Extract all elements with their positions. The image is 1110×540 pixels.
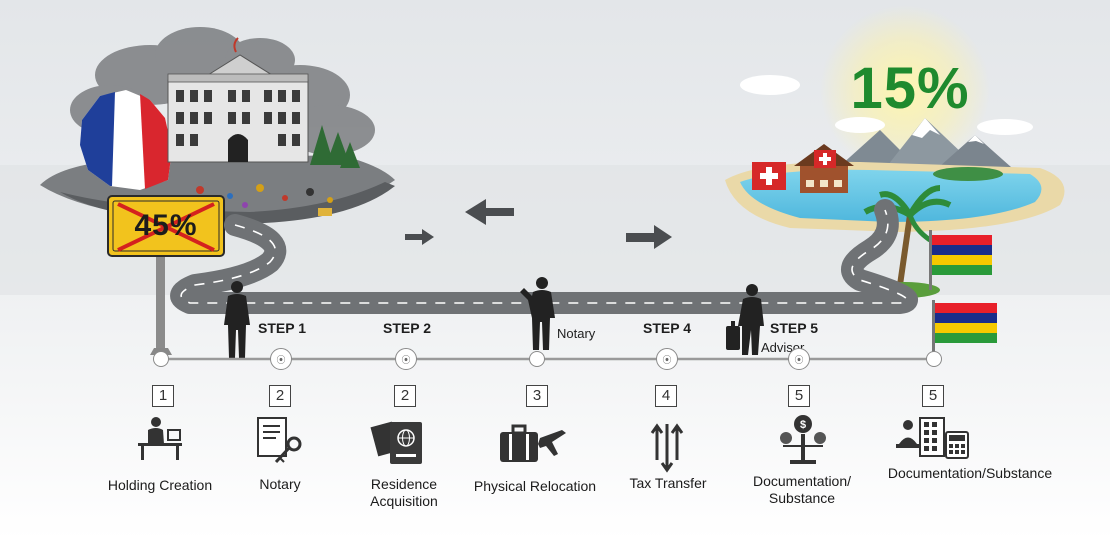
step-number-2: 2	[269, 385, 291, 407]
clouds	[740, 75, 1033, 135]
step-number-1: 1	[152, 385, 174, 407]
france-island	[40, 27, 395, 224]
step-number-6: 5	[788, 385, 810, 407]
timeline-node-6[interactable]: ⦿	[788, 348, 810, 370]
low-tax-rate: 15%	[850, 56, 970, 121]
arrow-right-small-icon	[405, 229, 434, 245]
office-calculator-icon	[896, 417, 969, 459]
timeline-node-2[interactable]: ⦿	[270, 348, 292, 370]
passport-icon	[370, 421, 422, 464]
france-flag-map	[80, 90, 172, 190]
person-silhouette-traveler	[726, 284, 764, 355]
arrow-left-icon	[465, 199, 514, 225]
direction-arrows	[405, 199, 672, 249]
pine-trees	[310, 125, 360, 168]
mauritius-flag-upper	[929, 230, 992, 290]
svg-text:$: $	[800, 419, 806, 431]
mauritius-flag-lower	[932, 300, 997, 355]
figure-label-notary: Notary	[557, 326, 596, 341]
suitcase-plane-icon	[500, 424, 566, 462]
timeline-node-4[interactable]	[529, 351, 545, 367]
step-number-5: 4	[655, 385, 677, 407]
step-label-5: STEP 5	[770, 320, 818, 336]
high-tax-rate: 45%	[134, 209, 198, 242]
stage-label-notary: Notary	[259, 476, 301, 492]
coins-scale-icon: $	[780, 415, 826, 464]
step-label-4: STEP 4	[643, 320, 691, 336]
stage-label-holding-creation: Holding Creation	[107, 477, 213, 493]
step-number-7: 5	[922, 385, 944, 407]
stage-label-documentation-substance-final: Documentation/Substance	[887, 465, 1053, 481]
step-label-1: STEP 1	[258, 320, 306, 336]
debris	[196, 184, 333, 216]
destination-island	[725, 5, 1065, 298]
stage-label-physical-relocation: Physical Relocation	[473, 478, 597, 494]
document-key-icon	[257, 417, 302, 464]
road	[170, 199, 918, 314]
tax-sign-high	[107, 195, 225, 355]
swiss-flag	[752, 162, 786, 190]
stage-label-documentation-substance: Documentation/ Substance	[752, 473, 852, 506]
timeline-node-1[interactable]	[153, 351, 169, 367]
timeline-node-5[interactable]: ⦿	[656, 348, 678, 370]
timeline-node-7[interactable]	[926, 351, 942, 367]
step-number-4: 3	[526, 385, 548, 407]
step-number-3: 2	[394, 385, 416, 407]
stage-label-residence-acquisition: Residence Acquisition	[370, 476, 438, 509]
timeline-node-3[interactable]: ⦿	[395, 348, 417, 370]
government-building	[167, 37, 309, 163]
person-at-desk-icon	[138, 417, 182, 460]
step-label-2: STEP 2	[383, 320, 431, 336]
person-silhouette-1	[224, 281, 250, 358]
transfer-arrows-icon	[650, 423, 684, 473]
person-silhouette-notary	[520, 277, 555, 350]
arrow-right-large-icon	[626, 225, 672, 249]
swiss-chalet	[794, 144, 854, 193]
stage-label-tax-transfer: Tax Transfer	[629, 475, 707, 491]
